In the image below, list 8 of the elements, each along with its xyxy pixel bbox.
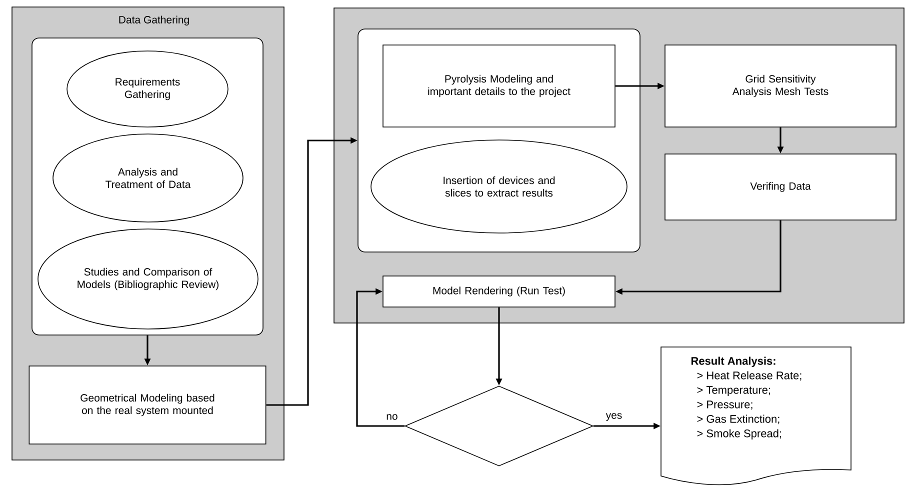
process-box: Pyrolysis Modeling and important details to the project (382, 44, 616, 128)
edge-label: yes (604, 412, 624, 422)
process-box: Model Rendering (Run Test) (382, 276, 616, 308)
process-box: Verifing Data (664, 154, 896, 220)
arrow (356, 288, 405, 427)
process-box: Geometrical Modeling based on the real system mounted (28, 366, 266, 444)
edge-label: no (385, 413, 399, 421)
process-box: Grid Sensitivity Analysis Mesh Tests (664, 44, 896, 128)
